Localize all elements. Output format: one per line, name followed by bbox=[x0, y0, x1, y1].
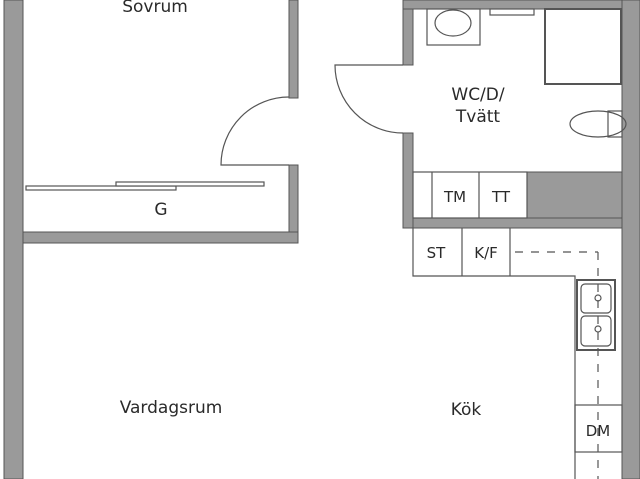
left-outer-wall bbox=[3, 0, 24, 479]
walls bbox=[3, 0, 640, 479]
closet-wall bbox=[22, 231, 299, 244]
shelf bbox=[489, 8, 535, 16]
label-dm: DM bbox=[585, 422, 611, 440]
bath-wall-upper bbox=[402, 0, 414, 66]
bathroom-door bbox=[334, 64, 404, 134]
sovrum-door bbox=[220, 96, 290, 166]
room-label-sovrum: Sovrum bbox=[122, 0, 188, 17]
sovrum-wall-upper bbox=[288, 0, 299, 99]
label-kf: K/F bbox=[474, 244, 498, 262]
room-label-kok: Kök bbox=[450, 400, 482, 420]
tm-tt-cabinets bbox=[412, 171, 528, 219]
shower bbox=[544, 8, 622, 85]
kitchen-top-wall bbox=[412, 217, 623, 229]
label-tt: TT bbox=[491, 188, 511, 206]
bath-top-wall bbox=[402, 0, 640, 10]
wardrobe-door-2 bbox=[115, 181, 265, 187]
sovrum-wall-lower bbox=[288, 164, 299, 244]
label-st: ST bbox=[426, 244, 446, 262]
dishwasher bbox=[574, 404, 623, 453]
room-label-garderob: G bbox=[154, 200, 168, 220]
toilet-tank bbox=[607, 110, 623, 138]
toilet bbox=[569, 110, 627, 138]
room-label-vardagsrum: Vardagsrum bbox=[119, 398, 223, 418]
wardrobe-door-1 bbox=[25, 185, 177, 191]
bath-wall-lower bbox=[402, 132, 414, 229]
washbasin-bowl bbox=[434, 9, 472, 37]
right-outer-wall bbox=[621, 0, 640, 479]
room-label-bathroom-1: WC/D/ bbox=[451, 85, 505, 105]
room-label-bathroom-2: Tvätt bbox=[455, 107, 501, 127]
label-tm: TM bbox=[443, 188, 467, 206]
sink bbox=[576, 279, 616, 351]
washbasin bbox=[426, 8, 481, 46]
fixtures bbox=[25, 8, 627, 479]
